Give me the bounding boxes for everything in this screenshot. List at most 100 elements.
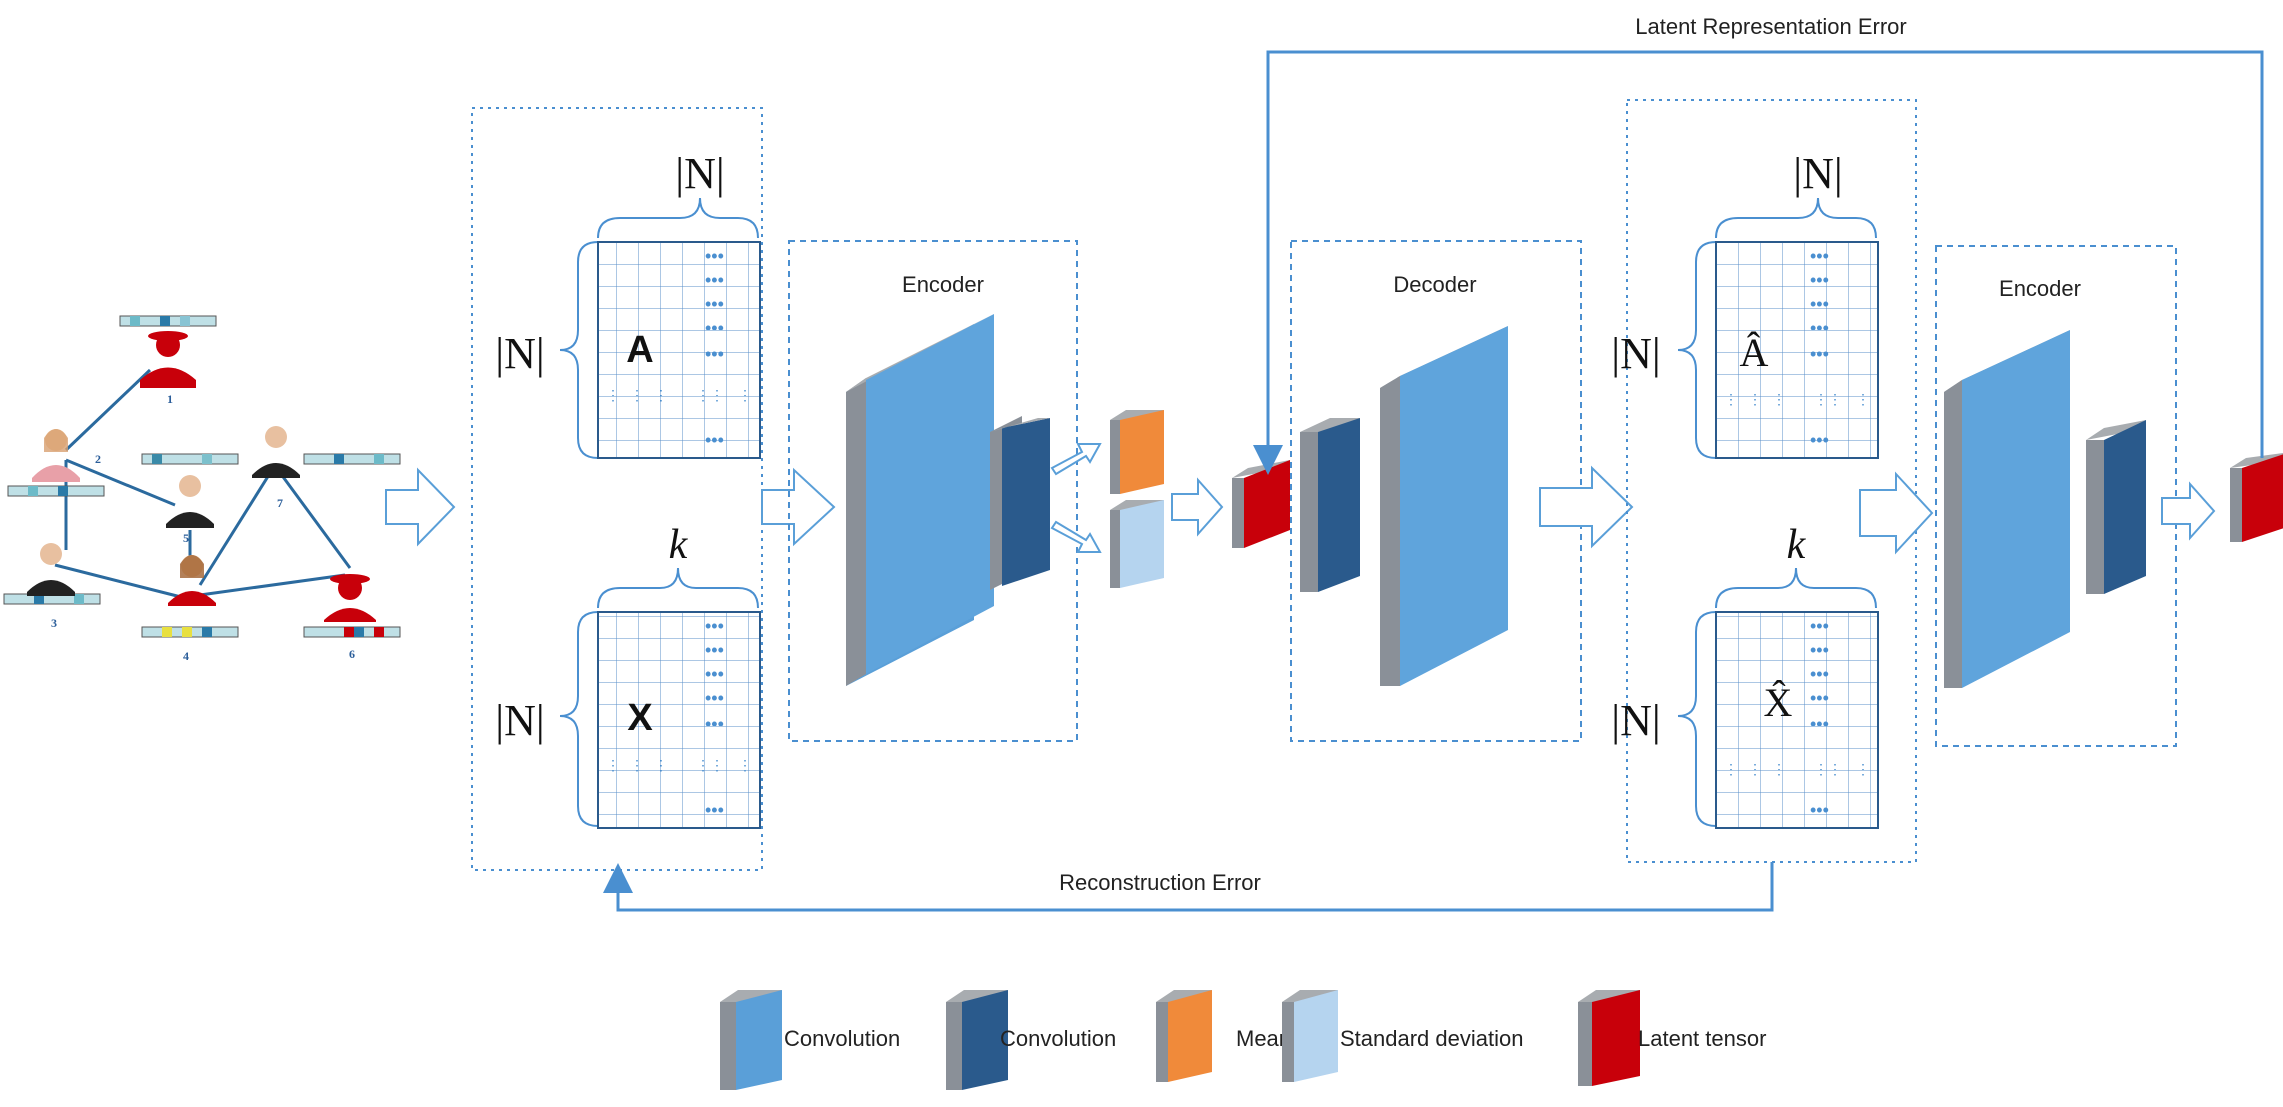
feature-bars [3, 315, 401, 638]
matrix-a-hat-grid [1715, 241, 1879, 459]
matrix-a-hat-top-label: |N| [1793, 149, 1842, 198]
hollow-arrow-icon [385, 467, 456, 547]
svg-text:⋮: ⋮ [738, 757, 752, 773]
encoder-1-group: Encoder [788, 240, 1078, 742]
svg-text:⋮: ⋮ [1772, 761, 1786, 777]
hollow-arrow-icon [1050, 520, 1102, 553]
encoder-2-label: Encoder [1999, 276, 2081, 301]
svg-text:⋮: ⋮ [738, 387, 752, 403]
matrix-a-side-label: |N| [495, 329, 544, 378]
legend-label: Standard deviation [1340, 1026, 1523, 1051]
svg-text:•••: ••• [1810, 294, 1829, 314]
person-icon-6 [324, 574, 376, 622]
brace-left [559, 241, 599, 459]
person-icon-2 [32, 429, 80, 482]
vertical-ellipsis-icon: ⋮⋮⋮ ⋮⋮⋮ [1724, 761, 1870, 777]
graph-node-label: 4 [183, 649, 189, 663]
svg-text:⋮: ⋮ [1724, 761, 1738, 777]
svg-text:⋮: ⋮ [630, 757, 644, 773]
conv-block-dark [2086, 420, 2146, 594]
matrix-x-hat-grid [1715, 611, 1879, 829]
legend-item-latent-tensor: Latent tensor [1578, 990, 1766, 1086]
feature-bar-7 [303, 453, 401, 465]
ellipsis-icon: ••• ••• ••• ••• ••• ••• [1810, 616, 1829, 820]
feature-bar-5 [141, 453, 239, 465]
decoder-label: Decoder [1393, 272, 1476, 297]
svg-text:•••: ••• [705, 664, 724, 684]
output-matrices-group: |N| |N| Â ••• ••• ••• ••• ••• ••• ⋮⋮⋮ ⋮⋮… [1611, 99, 1917, 863]
brace-left [1677, 611, 1717, 827]
matrix-x-hat-top-label: k [1787, 522, 1807, 568]
latent-error-label: Latent Representation Error [1635, 14, 1907, 39]
svg-text:•••: ••• [705, 714, 724, 734]
latent-tensor-block [2230, 452, 2283, 542]
graph-node-label: 7 [277, 496, 283, 510]
svg-text:•••: ••• [705, 430, 724, 450]
legend-label: Convolution [784, 1026, 900, 1051]
graph-node-label: 1 [167, 392, 173, 406]
legend-label: Mean [1236, 1026, 1291, 1051]
svg-text:•••: ••• [705, 318, 724, 338]
svg-text:⋮⋮: ⋮⋮ [1814, 391, 1842, 407]
legend-item-convolution-light: Convolution [720, 990, 900, 1090]
svg-text:•••: ••• [705, 800, 724, 820]
matrix-x-label: X [627, 697, 653, 739]
svg-text:•••: ••• [1810, 270, 1829, 290]
std-block [1110, 500, 1164, 588]
svg-text:⋮: ⋮ [630, 387, 644, 403]
svg-text:⋮⋮: ⋮⋮ [696, 757, 724, 773]
matrix-x-grid [597, 611, 761, 829]
feature-bar-2 [7, 485, 105, 497]
encoder-2-group: Encoder [1935, 245, 2177, 747]
svg-text:•••: ••• [705, 294, 724, 314]
vertical-ellipsis-icon: ⋮⋮⋮ ⋮⋮⋮ [606, 757, 752, 773]
brace-left [559, 611, 599, 827]
svg-text:⋮⋮: ⋮⋮ [696, 387, 724, 403]
svg-text:•••: ••• [705, 616, 724, 636]
mean-block [1110, 410, 1164, 494]
person-icon-7 [252, 426, 300, 478]
svg-text:⋮⋮: ⋮⋮ [1814, 761, 1842, 777]
matrix-x-side-label: |N| [495, 696, 544, 745]
matrix-x-hat-side-label: |N| [1611, 696, 1660, 745]
brace-top [1715, 567, 1877, 609]
input-dashed-box [471, 107, 763, 871]
svg-text:•••: ••• [1810, 714, 1829, 734]
hollow-arrow-icon [1859, 471, 1934, 555]
brace-top [1715, 197, 1877, 239]
ellipsis-icon: ••• ••• ••• ••• ••• ••• [705, 246, 724, 450]
conv-block-dark [990, 416, 1050, 590]
svg-text:•••: ••• [705, 246, 724, 266]
latent-tensor-block [1232, 460, 1290, 548]
encoder-1-dashed-box [788, 240, 1078, 742]
svg-text:•••: ••• [705, 640, 724, 660]
svg-text:•••: ••• [1810, 800, 1829, 820]
hollow-arrow-icon [1539, 465, 1634, 549]
person-icon-4 [168, 555, 216, 606]
matrix-x-hat-label: X̂ [1764, 680, 1793, 725]
svg-text:•••: ••• [1810, 344, 1829, 364]
matrix-a-hat-label: Â [1740, 330, 1769, 375]
svg-text:⋮: ⋮ [606, 757, 620, 773]
conv-block-light [1944, 330, 2070, 688]
svg-text:•••: ••• [1810, 640, 1829, 660]
person-icon-1 [140, 331, 196, 388]
ellipsis-icon: ••• ••• ••• ••• ••• ••• [1810, 246, 1829, 450]
brace-top [597, 567, 759, 609]
legend-item-convolution-dark: Convolution [946, 990, 1116, 1090]
vertical-ellipsis-icon: ⋮⋮⋮ ⋮⋮⋮ [1724, 391, 1870, 407]
matrix-a-label: A [626, 329, 653, 371]
svg-text:•••: ••• [1810, 616, 1829, 636]
svg-text:•••: ••• [1810, 688, 1829, 708]
social-graph: 1 2 3 4 5 6 7 [3, 315, 401, 663]
person-icon-5 [166, 475, 214, 528]
matrix-x-top-label: k [669, 522, 689, 568]
legend-item-std: Standard deviation [1282, 990, 1523, 1082]
conv-block-dark [1300, 418, 1360, 592]
legend: Convolution Convolution Mean Standard de… [720, 990, 1766, 1090]
svg-text:⋮: ⋮ [606, 387, 620, 403]
svg-text:⋮: ⋮ [1748, 761, 1762, 777]
decoder-group: Decoder [1290, 240, 1582, 742]
encoder-2-dashed-box [1935, 245, 2177, 747]
graph-node-label: 2 [95, 452, 101, 466]
